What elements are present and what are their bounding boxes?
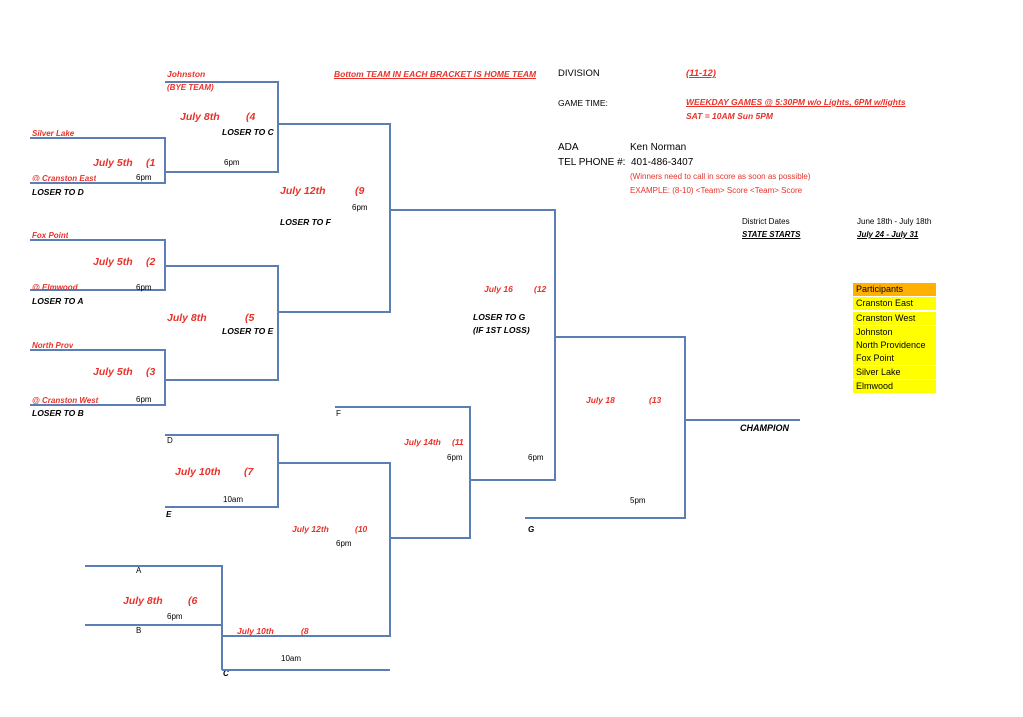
home-team-note: Bottom TEAM IN EACH BRACKET IS HOME TEAM [334,69,537,79]
team-fox-point: Fox Point [32,232,69,238]
game-11-number: (11 [452,437,464,447]
call-in-note: (Winners need to call in score as soon a… [630,172,811,181]
game-10-date: July 12th [292,524,329,534]
weekday-games: WEEKDAY GAMES @ 5:30PM w/o Lights, 6PM w… [686,97,906,107]
game-12-loser-note: (IF 1ST LOSS) [473,325,530,335]
game-12-date: July 16 [484,284,513,294]
game-13-date: July 18 [586,395,615,405]
participants-title: Participants [853,283,936,296]
team-cranston-west: @ Cranston West [32,396,99,405]
game-13-time: 5pm [630,496,646,505]
slot-d: D [167,436,173,445]
game-3-time: 6pm [136,395,152,404]
bracket-game-13 [525,336,686,519]
bracket-game-10 [222,462,391,637]
state-starts-label: STATE STARTS [742,230,801,239]
game-4-time: 6pm [224,158,240,167]
bracket-game-9 [278,123,391,313]
game-10-time: 6pm [336,539,352,548]
slot-c: C [223,669,229,678]
game-3-loser: LOSER TO B [32,408,84,418]
state-starts-value: July 24 - July 31 [857,230,919,239]
participant-item: Cranston East [853,297,936,310]
bracket-game-3 [30,349,166,406]
game-4-loser: LOSER TO C [222,127,274,137]
ada-name: Ken Norman [630,142,687,153]
slot-g: G [528,525,535,534]
game-1-loser: LOSER TO D [32,187,84,197]
game-6-date: July 8th [123,595,163,607]
example-note: EXAMPLE: (8-10) <Team> Score <Team> Scor… [630,186,803,195]
district-dates-label: District Dates [742,217,790,226]
bracket-game-4 [165,81,279,173]
slot-a: A [136,566,142,575]
weekend-games: SAT = 10AM Sun 5PM [686,111,773,121]
game-12-time: 6pm [528,453,544,462]
game-4-date: July 8th [180,111,220,123]
game-3-number: (3 [146,366,156,378]
game-9-number: (9 [355,185,365,197]
game-9-time: 6pm [352,203,368,212]
game-4-number: (4 [246,111,256,123]
game-12-loser: LOSER TO G [473,312,526,322]
team-north-prov: North Prov [32,342,74,348]
game-9-loser: LOSER TO F [280,217,331,227]
participant-item: Silver Lake [853,366,936,379]
team-elmwood: @ Elmwood [32,284,78,290]
game-8-number: (8 [301,626,309,636]
game-9-date: July 12th [280,185,326,197]
bracket-game-1 [30,137,166,184]
participant-item: Johnston [853,326,936,339]
game-2-date: July 5th [93,256,133,268]
team-silver-lake: Silver Lake [32,130,75,136]
division-value: (11-12) [686,68,716,79]
bracket-game-11 [335,406,471,539]
team-johnston: Johnston [167,69,206,79]
team-cranston-east: @ Cranston East [32,175,97,181]
game-7-date: July 10th [175,466,221,478]
game-2-loser: LOSER TO A [32,296,84,306]
game-11-time: 6pm [447,453,463,462]
game-7-number: (7 [244,466,254,478]
bracket-game-5 [165,265,279,381]
game-10-number: (10 [355,524,368,534]
slot-e: E [166,510,172,519]
division-label: DIVISION [558,68,600,79]
game-5-number: (5 [245,312,255,324]
champion-label: CHAMPION [740,423,789,433]
phone-label: TEL PHONE #: [558,157,626,168]
participant-item: Elmwood [853,380,936,393]
ada-label: ADA [558,142,579,153]
slot-f: F [336,409,341,418]
district-dates-value: June 18th - July 18th [857,217,932,226]
game-1-number: (1 [146,157,156,169]
bracket-game-7 [165,434,279,508]
game-1-date: July 5th [93,157,133,169]
game-13-number: (13 [649,395,662,405]
game-1-time: 6pm [136,173,152,182]
game-7-time: 10am [223,495,244,504]
game-2-number: (2 [146,256,156,268]
bracket-game-8-bottom [222,669,390,671]
game-5-date: July 8th [167,312,207,324]
game-time-label: GAME TIME: [558,98,608,108]
phone-value: 401-486-3407 [631,157,694,168]
game-6-number: (6 [188,595,198,607]
participant-item: Cranston West [853,312,936,325]
slot-b: B [136,626,142,635]
game-6-time: 6pm [167,612,183,621]
game-2-time: 6pm [136,283,152,292]
game-8-date: July 10th [237,626,274,636]
participant-item: North Providence [853,339,936,352]
participant-item: Fox Point [853,352,936,365]
game-3-date: July 5th [93,366,133,378]
game-12-number: (12 [534,284,547,294]
bracket-game-12 [390,209,556,481]
bye-team: (BYE TEAM) [167,83,214,92]
game-8-time: 10am [281,654,302,663]
game-5-loser: LOSER TO E [222,326,274,336]
game-11-date: July 14th [404,437,441,447]
